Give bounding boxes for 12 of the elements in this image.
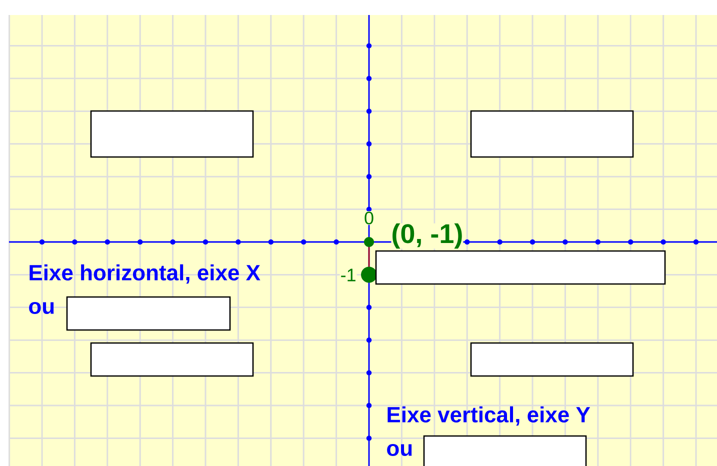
answer-box [90,342,254,377]
answer-box [90,110,254,158]
answer-box [375,250,666,285]
axis-label: ou [29,302,54,314]
answer-box [423,435,587,466]
answer-box [470,110,634,158]
axis-label: Eixe vertical, eixe Y [388,406,590,426]
axis-label: Eixe horizontal, eixe X [30,264,260,284]
answer-box [66,296,231,331]
point-label: (0, -1) [391,223,464,249]
answer-box [470,342,634,377]
axis-number: 0 [364,211,374,225]
